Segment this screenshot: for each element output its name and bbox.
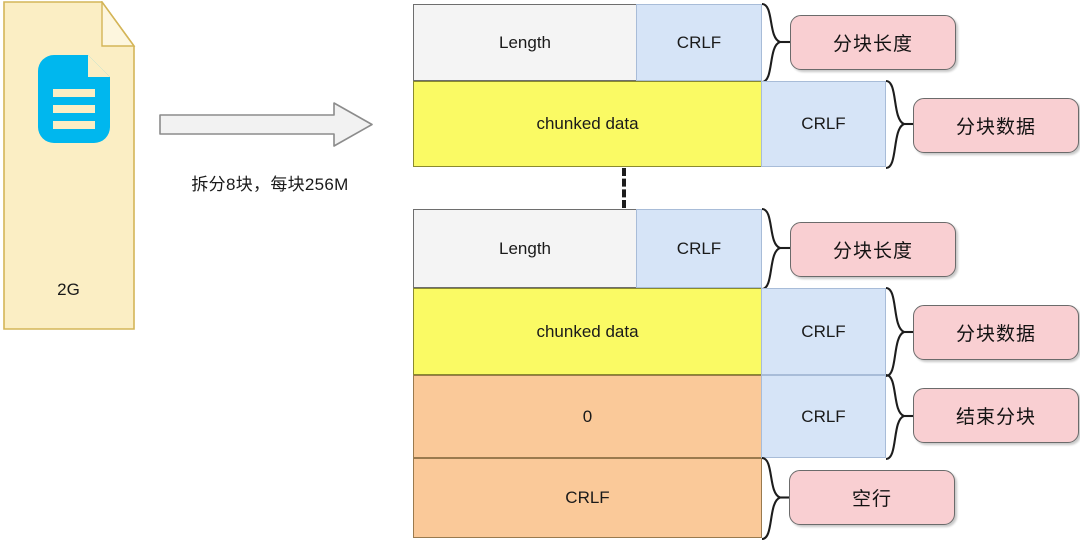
first-chunk-data-crlf-cell: CRLF (761, 81, 886, 167)
terminating-chunk-zero-cell: 0 (413, 375, 762, 458)
callout-last-chunk-data: 分块数据 (913, 305, 1079, 360)
chunk-continuation-dashed-line (622, 168, 626, 208)
last-chunk-length-crlf-cell: CRLF (636, 209, 762, 288)
last-chunk-data-cell: chunked data (413, 288, 762, 375)
source-document: 2G (3, 1, 136, 330)
terminating-chunk-crlf-cell: CRLF (761, 375, 886, 458)
first-chunk-length-cell: Length (413, 4, 637, 81)
first-chunk-data-cell: chunked data (413, 81, 762, 167)
brace-first-length (761, 2, 792, 84)
callout-last-chunk-length: 分块长度 (790, 222, 956, 277)
callout-terminating-chunk: 结束分块 (913, 388, 1079, 443)
source-size-label: 2G (57, 280, 80, 299)
first-chunk-length-crlf-cell: CRLF (636, 4, 762, 81)
brace-last-length (761, 207, 792, 291)
callout-first-chunk-length: 分块长度 (790, 15, 956, 70)
split-caption: 拆分8块，每块256M (191, 175, 349, 194)
empty-line-cell: CRLF (413, 458, 762, 538)
callout-first-chunk-data: 分块数据 (913, 98, 1079, 153)
last-chunk-data-crlf-cell: CRLF (761, 288, 886, 375)
file-document-icon (38, 55, 110, 143)
callout-empty-line: 空行 (789, 470, 955, 525)
last-chunk-length-cell: Length (413, 209, 637, 288)
right-arrow-icon (159, 102, 373, 147)
